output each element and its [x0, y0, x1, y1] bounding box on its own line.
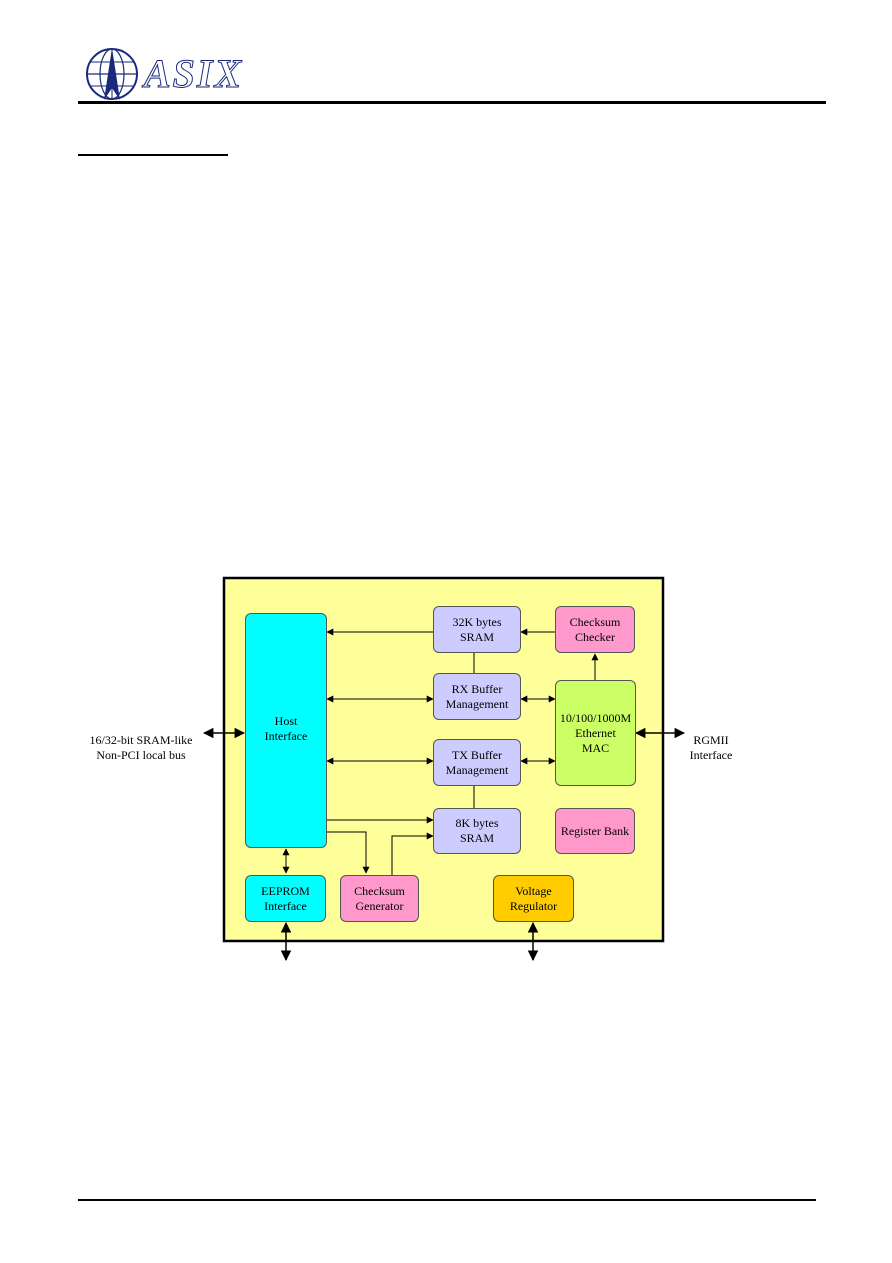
- host-interface-block: Host Interface: [245, 613, 327, 848]
- rgmii-label: RGMII Interface: [680, 718, 742, 763]
- ethernet-mac-block: 10/100/1000M Ethernet MAC: [555, 680, 636, 786]
- tx-buffer-label: TX Buffer Management: [445, 747, 509, 777]
- host-to-generator-arrow: [327, 831, 370, 874]
- left-bus-text: 16/32-bit SRAM-like Non-PCI local bus: [89, 733, 193, 762]
- sram-8k-block: 8K bytes SRAM: [433, 808, 521, 854]
- footer-rule: [78, 1199, 816, 1201]
- checksum-checker-label: Checksum Checker: [569, 614, 621, 644]
- ethernet-mac-label: 10/100/1000M Ethernet MAC: [559, 710, 632, 755]
- logo-wordmark: ASIX: [143, 51, 244, 97]
- header-rule: [78, 101, 826, 104]
- checksum-checker-block: Checksum Checker: [555, 606, 635, 653]
- register-bank-block: Register Bank: [555, 808, 635, 854]
- voltage-regulator-label: Voltage Regulator: [509, 883, 558, 913]
- left-bus-label: 16/32-bit SRAM-like Non-PCI local bus: [78, 718, 204, 763]
- checksum-generator-label: Checksum Generator: [354, 883, 405, 913]
- eeprom-interface-block: EEPROM Interface: [245, 875, 326, 922]
- sram-32k-label: 32K bytes SRAM: [452, 614, 502, 644]
- asix-logo: ASIX: [84, 46, 274, 102]
- globe-logo-icon: [86, 48, 138, 100]
- generator-to-sram8-arrow: [391, 832, 434, 875]
- rx-buffer-block: RX Buffer Management: [433, 673, 521, 720]
- sram-8k-label: 8K bytes SRAM: [455, 816, 499, 845]
- rgmii-text: RGMII Interface: [689, 733, 733, 762]
- sram-32k-block: 32K bytes SRAM: [433, 606, 521, 653]
- rx-buffer-label: RX Buffer Management: [445, 681, 509, 711]
- register-bank-label: Register Bank: [560, 823, 630, 838]
- eeprom-interface-label: EEPROM Interface: [261, 883, 310, 913]
- voltage-regulator-block: Voltage Regulator: [493, 875, 574, 922]
- section-title-underline: [78, 154, 228, 156]
- host-interface-label: Host Interface: [264, 714, 308, 743]
- tx-buffer-block: TX Buffer Management: [433, 739, 521, 786]
- checksum-generator-block: Checksum Generator: [340, 875, 419, 922]
